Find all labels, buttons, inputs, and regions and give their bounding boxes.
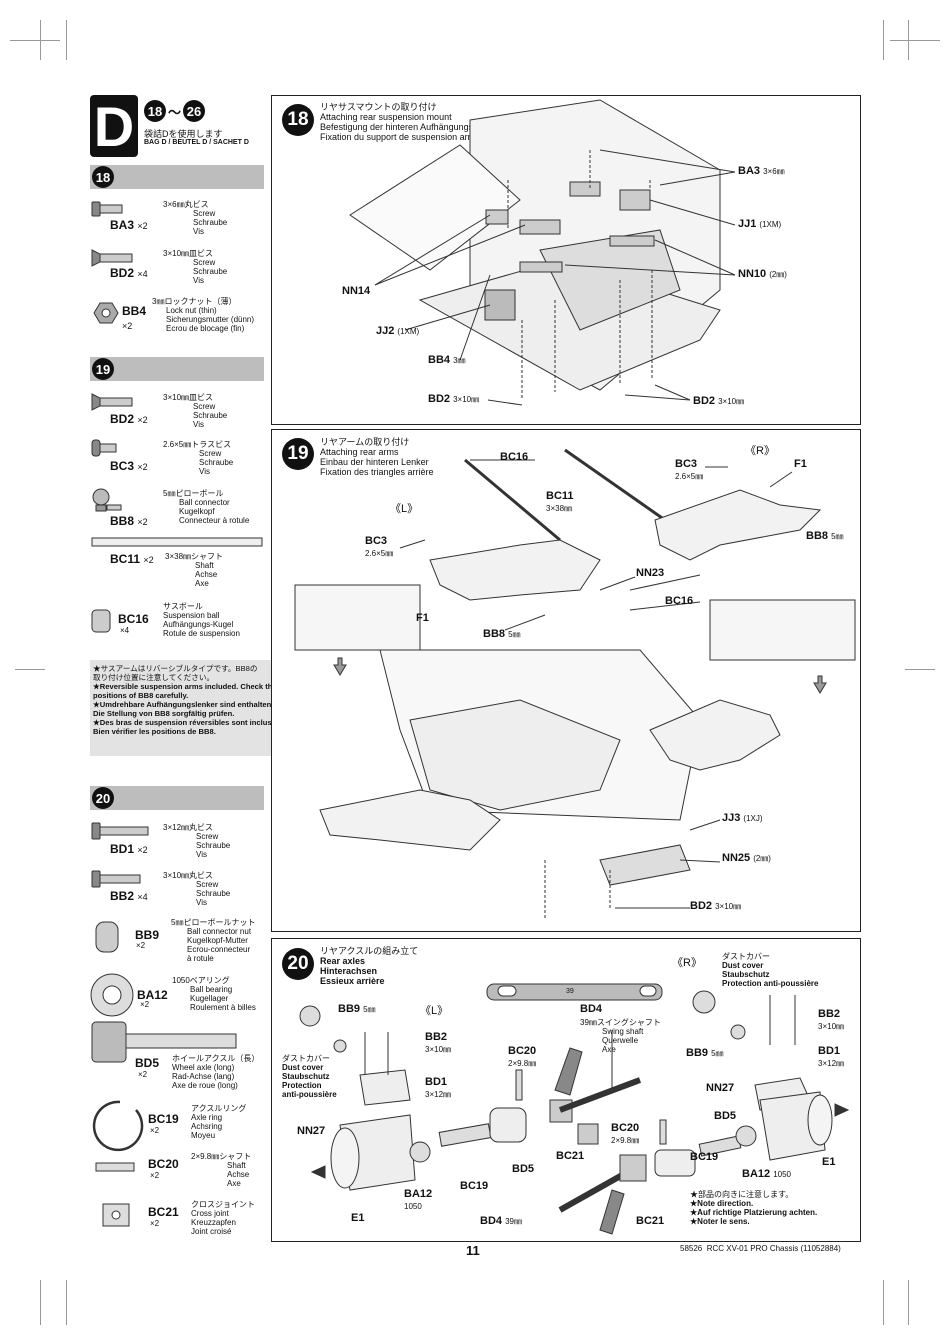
label-bd5-right: BD5	[714, 1110, 737, 1122]
label-jj1: JJ1 (1XM)	[738, 218, 782, 230]
label-right-side: 《R》	[745, 445, 775, 457]
reversible-arms-note: ★サスアームはリバーシブルタイプです。BB8の 取り付け位置に注意してください。…	[90, 660, 280, 756]
bag-letter: D	[90, 95, 138, 158]
crop-mark	[908, 1280, 909, 1325]
label-bb8-left: BB8 5㎜	[483, 628, 521, 640]
label-bd2-right: BD2 3×10㎜	[693, 395, 745, 407]
step-19-num: 19	[92, 358, 114, 380]
bag-jp: 袋詰Dを使用します	[144, 129, 223, 139]
crop-mark	[66, 20, 67, 60]
label-left-side-20: 《L》	[420, 1005, 449, 1017]
label-shaft-scale: 39	[566, 988, 574, 995]
label-f1-left: F1	[416, 612, 429, 624]
step-from: 18	[144, 100, 166, 122]
panel-step-18	[271, 95, 861, 425]
crop-mark	[890, 40, 940, 41]
bag-label: BAG D / BEUTEL D / SACHET D	[144, 139, 249, 146]
direction-note: ★部品の向きに注意します。★Note direction.★Auf richti…	[690, 1190, 818, 1226]
page-number: 11	[466, 1243, 480, 1258]
panel-20-number: 20	[282, 948, 314, 980]
label-bc19-left: BC19	[460, 1180, 489, 1192]
label-right-side-20: 《R》	[672, 957, 702, 969]
crop-mark	[883, 20, 884, 60]
footer-code: 58526 RCC XV-01 PRO Chassis (11052884)	[680, 1244, 841, 1253]
crop-mark	[883, 1280, 884, 1325]
label-ba12-right: BA12 1050	[742, 1168, 791, 1180]
label-nn14: NN14	[342, 285, 371, 297]
label-jj2: JJ2 (1XM)	[376, 325, 420, 337]
label-ba3: BA3 3×6㎜	[738, 165, 785, 177]
label-bd4-bottom: BD4 39㎜	[480, 1215, 522, 1227]
label-bb9-left: BB9 5㎜	[338, 1003, 376, 1015]
label-bd2-left: BD2 3×10㎜	[428, 393, 480, 405]
label-bd4-swing-shaft: BD4	[580, 1003, 603, 1015]
panel-19-number: 19	[282, 438, 314, 470]
step-20-num: 20	[92, 787, 114, 809]
label-bd2-19: BD2 3×10㎜	[690, 900, 742, 912]
label-bc21-left: BC21	[556, 1150, 585, 1162]
step-19-bar: 19	[90, 357, 264, 381]
label-nn27-right: NN27	[706, 1082, 735, 1094]
crop-mark	[15, 669, 45, 670]
label-jj3: JJ3 (1XJ)	[722, 812, 763, 824]
label-nn25: NN25 (2㎜)	[722, 852, 771, 864]
label-nn23: NN23	[636, 567, 665, 579]
label-nn27-left: NN27	[297, 1125, 326, 1137]
step-20-bar: 20	[90, 786, 264, 810]
step-18-bar: 18	[90, 165, 264, 189]
step-range: 18 ～ 26	[144, 100, 206, 122]
crop-mark	[10, 40, 60, 41]
step-sep: ～	[168, 104, 182, 120]
step-to: 26	[183, 100, 206, 122]
label-f1-right: F1	[794, 458, 807, 470]
crop-mark	[40, 1280, 41, 1325]
label-bd5-left: BD5	[512, 1163, 535, 1175]
label-e1-right: E1	[822, 1156, 836, 1168]
label-bb9-right: BB9 5㎜	[686, 1047, 724, 1059]
step-18-num: 18	[92, 166, 114, 188]
label-bb8-right: BB8 5㎜	[806, 530, 844, 542]
label-left-side: 《L》	[390, 503, 419, 515]
label-bc21-right: BC21	[636, 1215, 665, 1227]
crop-mark	[66, 1280, 67, 1325]
label-bc19-right: BC19	[690, 1151, 719, 1163]
panel-18-number: 18	[282, 104, 314, 136]
label-bc16-mid: BC16	[665, 595, 694, 607]
crop-mark	[905, 669, 935, 670]
label-e1-left: E1	[351, 1212, 365, 1224]
label-bc16-top: BC16	[500, 451, 529, 463]
label-bb4: BB4 3㎜	[428, 354, 466, 366]
label-nn10: NN10 (2㎜)	[738, 268, 787, 280]
